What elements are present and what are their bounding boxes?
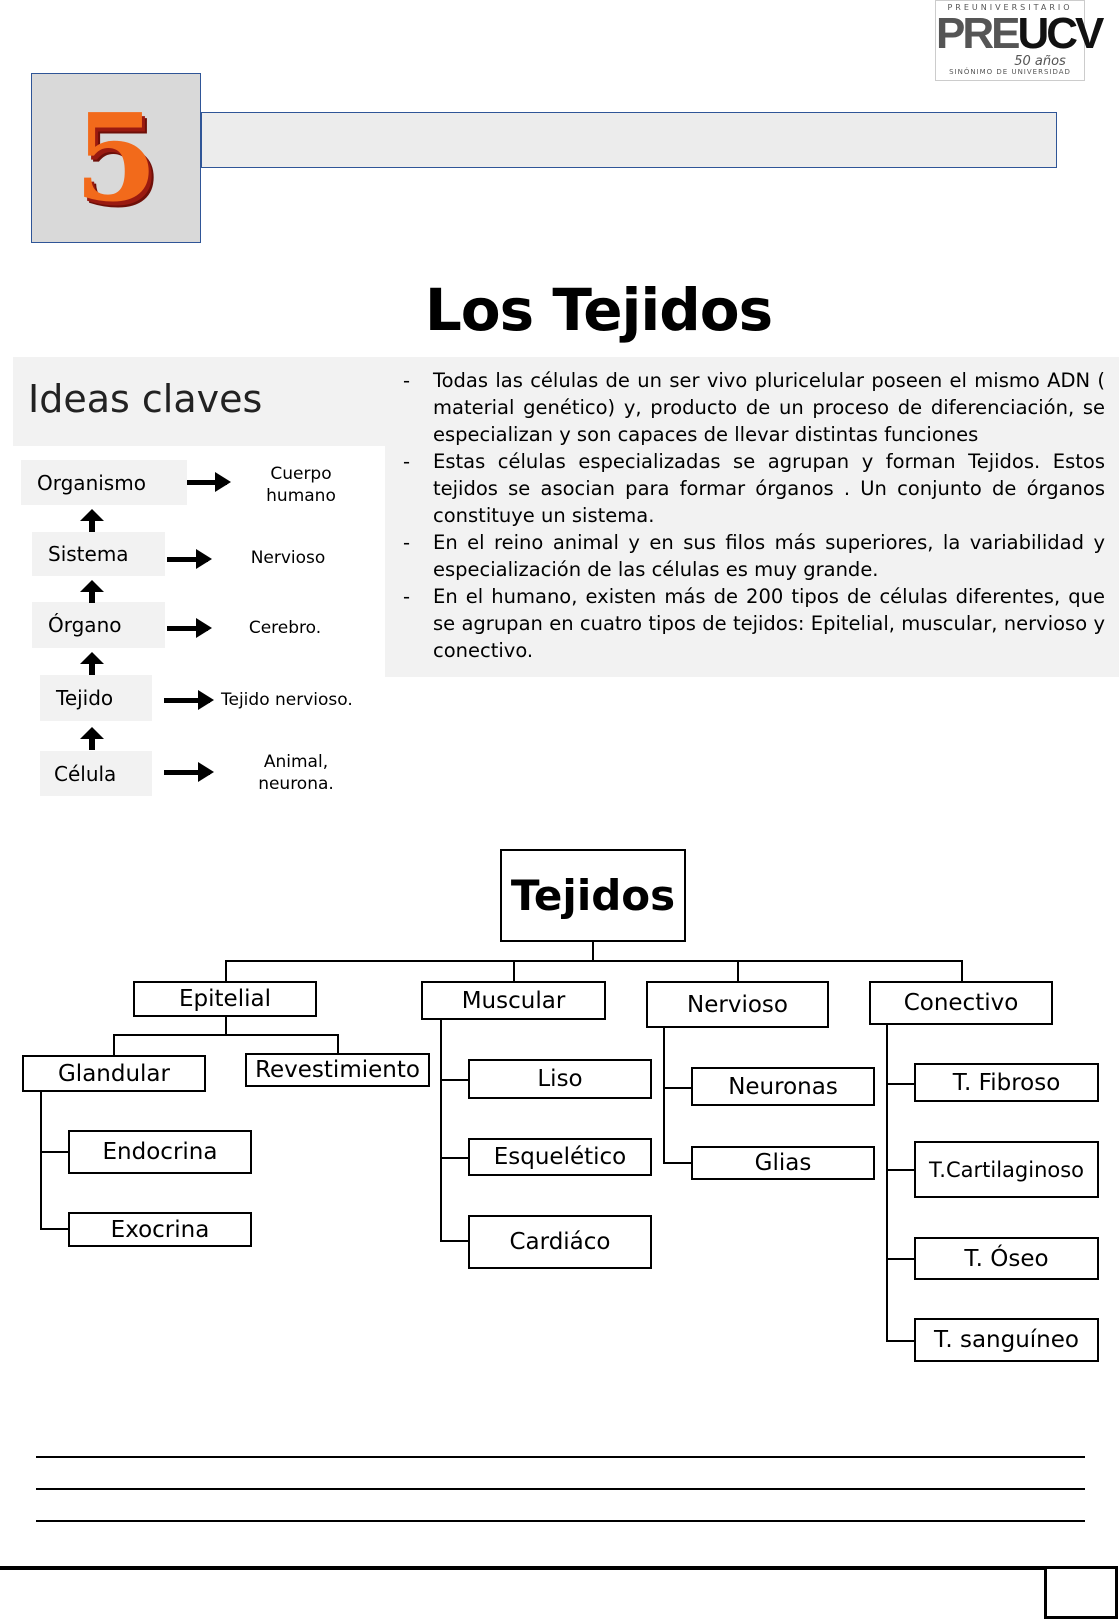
example-organo: Cerebro. <box>248 618 322 638</box>
footer-rule <box>0 1566 1046 1570</box>
tree-neuronas: Neuronas <box>691 1067 875 1106</box>
up-arrow-icon <box>80 580 104 603</box>
logo-top: PREUNIVERSITARIO <box>947 3 1073 12</box>
right-arrow-icon <box>187 472 231 492</box>
page-number-box <box>1044 1566 1118 1619</box>
level-sistema: Sistema <box>32 532 165 576</box>
tree-cardiaco: Cardiáco <box>468 1215 652 1269</box>
tree-nervioso: Nervioso <box>646 981 829 1028</box>
up-arrow-icon <box>80 652 104 675</box>
right-arrow-icon <box>167 549 212 569</box>
logo-tagline: SINÓNIMO DE UNIVERSIDAD <box>949 68 1071 76</box>
tree-endocrina: Endocrina <box>68 1130 252 1174</box>
level-tejido: Tejido <box>40 675 152 721</box>
right-arrow-icon <box>164 762 214 782</box>
answer-line <box>36 1456 1085 1458</box>
tree-exocrina: Exocrina <box>68 1212 252 1247</box>
unit-number-badge: 5 <box>31 73 201 243</box>
bullet: Estas células especializadas se agrupan … <box>403 448 1105 529</box>
level-organismo: Organismo <box>21 460 187 505</box>
tree-glias: Glias <box>691 1146 875 1180</box>
example-celula: Animal, neurona. <box>258 752 334 794</box>
tree-esqueletico: Esquelético <box>468 1138 652 1176</box>
example-sistema: Nervioso <box>250 548 326 568</box>
right-arrow-icon <box>164 690 214 710</box>
tree-liso: Liso <box>468 1059 652 1099</box>
tree-oseo: T. Óseo <box>914 1237 1099 1280</box>
preucv-logo: PREUNIVERSITARIO PREUCV 50 años SINÓNIMO… <box>935 0 1104 81</box>
tree-root-tejidos: Tejidos <box>500 849 686 942</box>
tree-fibroso: T. Fibroso <box>914 1063 1099 1102</box>
ideas-heading: Ideas claves <box>13 357 385 446</box>
answer-line <box>36 1520 1085 1522</box>
tree-revestimiento: Revestimiento <box>245 1053 430 1087</box>
right-arrow-icon <box>167 618 212 638</box>
bullet: En el humano, existen más de 200 tipos d… <box>403 583 1105 664</box>
bullet: En el reino animal y en sus filos más su… <box>403 529 1105 583</box>
answer-line <box>36 1488 1085 1490</box>
example-tejido: Tejido nervioso. <box>221 690 353 710</box>
tree-sanguineo: T. sanguíneo <box>914 1318 1099 1362</box>
tree-conectivo: Conectivo <box>869 981 1053 1025</box>
up-arrow-icon <box>80 509 104 532</box>
key-ideas-list: Todas las células de un ser vivo plurice… <box>385 357 1119 677</box>
tree-muscular: Muscular <box>421 981 606 1020</box>
tree-glandular: Glandular <box>22 1055 206 1092</box>
bullet: Todas las células de un ser vivo plurice… <box>403 367 1105 448</box>
level-celula: Célula <box>40 751 152 796</box>
logo-main: PREUCV <box>936 9 1104 58</box>
logo-years: 50 años <box>1014 54 1066 69</box>
up-arrow-icon <box>80 727 104 750</box>
example-organismo: Cuerpo humano <box>266 464 336 506</box>
tree-cartilaginoso: T.Cartilaginoso <box>914 1141 1099 1198</box>
level-organo: Órgano <box>32 602 165 648</box>
unit-number: 5 <box>74 87 158 229</box>
page-title: Los Tejidos <box>424 276 773 344</box>
tree-epitelial: Epitelial <box>133 981 317 1017</box>
header-bar <box>201 112 1057 168</box>
